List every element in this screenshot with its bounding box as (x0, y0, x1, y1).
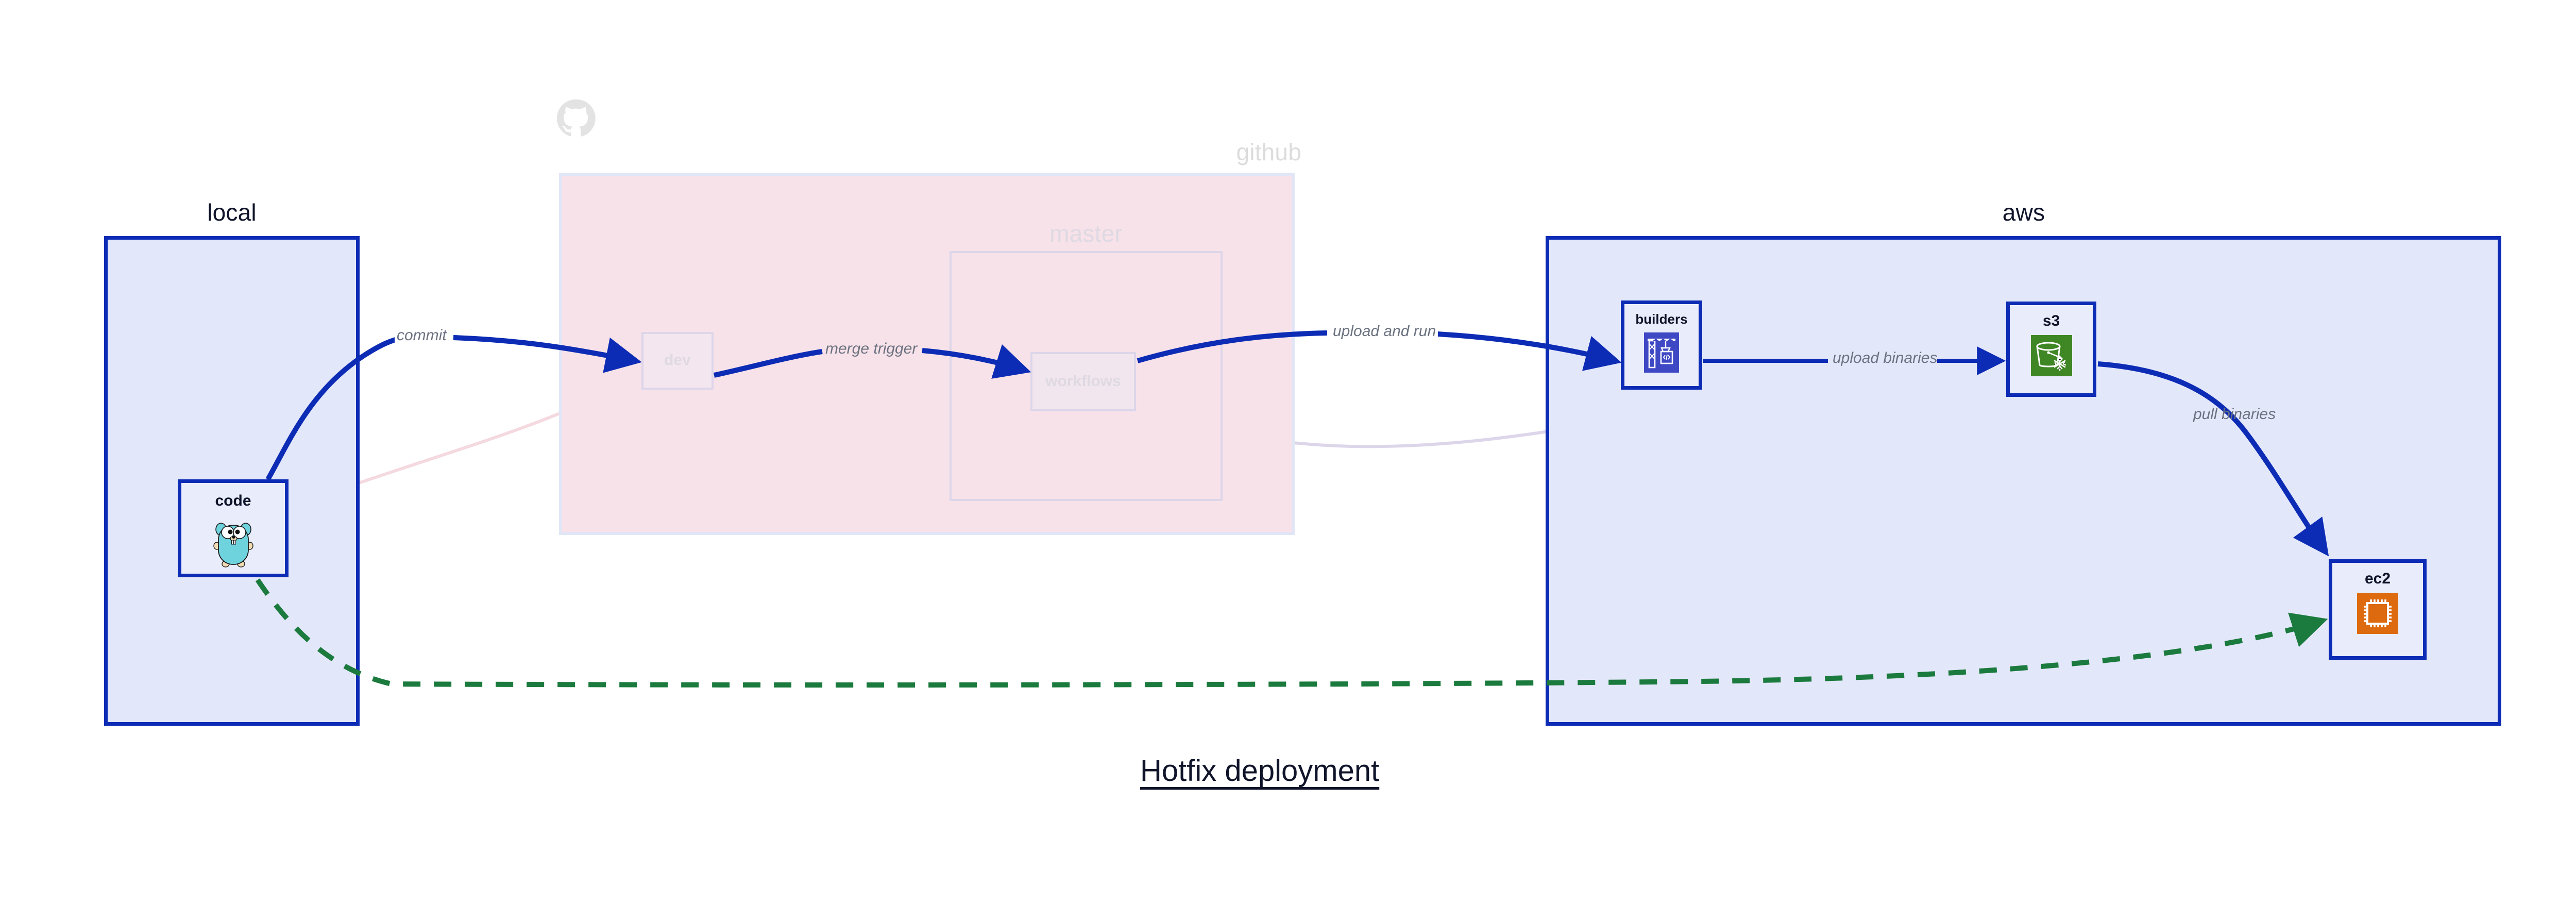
node-workflows-label: workflows (1045, 373, 1121, 390)
aws-s3-glacier-icon (2030, 335, 2072, 379)
edge-label-merge-trigger: merge trigger (825, 340, 918, 357)
node-dev-label: dev (664, 352, 691, 369)
diagram-title: Hotfix deployment (1140, 754, 1380, 788)
edge-label-upload-binaries: upload binaries (1833, 349, 1938, 366)
edge-label-pull-binaries: pull binaries (2193, 406, 2276, 423)
node-dev[interactable]: dev (641, 332, 714, 390)
aws-codebuild-icon (1644, 332, 1679, 375)
node-ec2[interactable]: ec2 (2329, 559, 2427, 660)
node-code-label: code (215, 492, 251, 509)
node-s3[interactable]: s3 (2006, 302, 2096, 397)
cluster-aws-label: aws (2002, 199, 2045, 226)
cluster-master-label: master (1049, 220, 1123, 247)
node-builders-label: builders (1635, 311, 1688, 327)
edge-label-commit: commit (395, 327, 449, 344)
node-s3-label: s3 (2042, 312, 2060, 329)
aws-ec2-icon (2357, 593, 2398, 637)
node-workflows[interactable]: workflows (1030, 352, 1136, 411)
go-gopher-icon (210, 517, 257, 570)
edge-label-upload-and-run: upload and run (1331, 323, 1438, 340)
node-code[interactable]: code (178, 479, 289, 577)
cluster-local-label: local (207, 199, 257, 226)
node-ec2-label: ec2 (2364, 570, 2391, 587)
node-builders[interactable]: builders (1621, 300, 1702, 390)
cluster-github-label: github (1236, 139, 1301, 165)
